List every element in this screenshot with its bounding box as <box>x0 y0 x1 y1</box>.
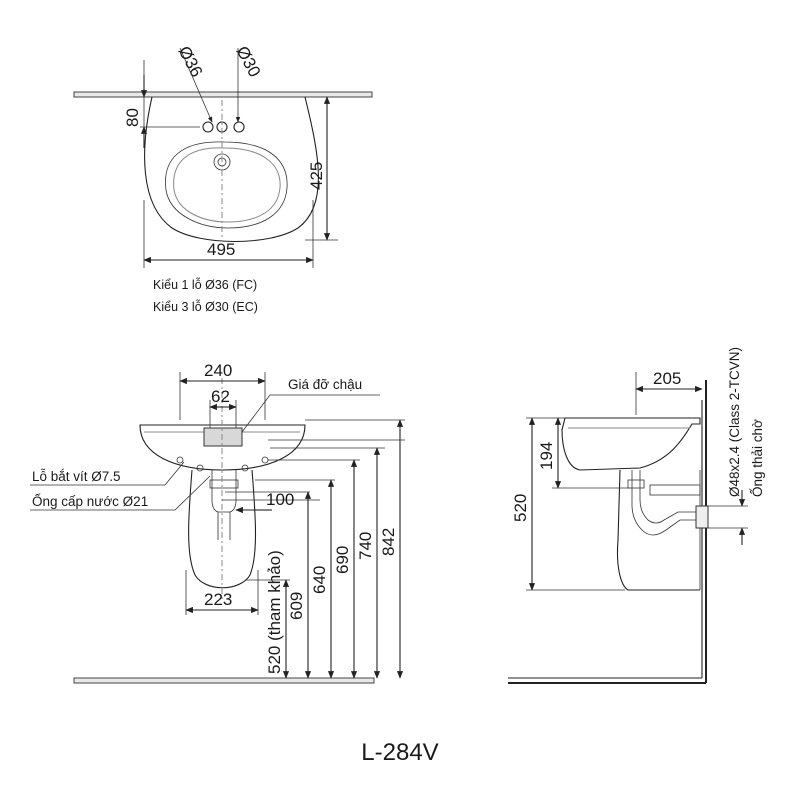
drain-trap <box>631 470 700 536</box>
basin-outline-top <box>144 96 319 243</box>
dim-240: 240 <box>204 361 232 380</box>
tap-hole-left <box>202 121 214 133</box>
dim-62: 62 <box>211 387 230 406</box>
dim-520-side: 520 <box>511 494 530 522</box>
drain-pipe-stub <box>695 505 709 529</box>
tap-hole-right <box>233 121 245 133</box>
label-water-supply: Ống cấp nước Ø21 <box>32 494 148 509</box>
d36-leader <box>179 47 213 123</box>
dim-d36: Ø36 <box>174 43 206 80</box>
dim-740: 740 <box>356 532 375 560</box>
side-view: 205 194 520 Ø48x2.4 (Class 2-TCVN) Ống t… <box>508 347 765 684</box>
label-pipe-spec: Ø48x2.4 (Class 2-TCVN) <box>727 347 742 497</box>
basin-bowl-top <box>165 141 288 229</box>
dim-640: 640 <box>310 566 329 594</box>
top-view: Ø36 Ø30 80 425 495 Kiểu 1 lỗ Ø36 (FC) Ki… <box>73 43 373 314</box>
pedestal-front <box>188 469 257 589</box>
dim-842: 842 <box>379 528 398 556</box>
note-one-hole: Kiểu 1 lỗ Ø36 (FC) <box>153 277 257 292</box>
dim-495: 495 <box>207 240 235 259</box>
label-screw-hole: Lỗ bắt vít Ø7.5 <box>32 469 121 484</box>
dim-425: 425 <box>307 162 326 190</box>
dim-609: 609 <box>287 592 306 620</box>
bracket <box>203 427 243 447</box>
floor-front <box>73 677 375 684</box>
label-bracket: Giá đỡ chậu <box>288 377 362 392</box>
dim-690: 690 <box>333 546 352 574</box>
dim-205: 205 <box>653 369 681 388</box>
dim-520-ref: 520 (tham khảo) <box>265 550 284 674</box>
note-three-hole: Kiểu 3 lỗ Ø30 (EC) <box>153 299 258 314</box>
dim-100: 100 <box>266 490 294 509</box>
front-view: 240 62 Giá đỡ chậu Lỗ bắt vít Ø7.5 Ống c… <box>30 361 405 684</box>
model-name: L-284V <box>361 739 438 766</box>
dim-194: 194 <box>537 442 556 470</box>
wall-plate <box>73 91 373 98</box>
basin-side <box>561 417 701 471</box>
dim-80: 80 <box>123 108 142 127</box>
label-drain-pipe: Ống thải chờ <box>750 419 765 497</box>
pedestal-side <box>616 469 700 591</box>
basin-front <box>139 424 306 471</box>
dim-d30: Ø30 <box>232 43 264 80</box>
dim-223: 223 <box>204 590 232 609</box>
